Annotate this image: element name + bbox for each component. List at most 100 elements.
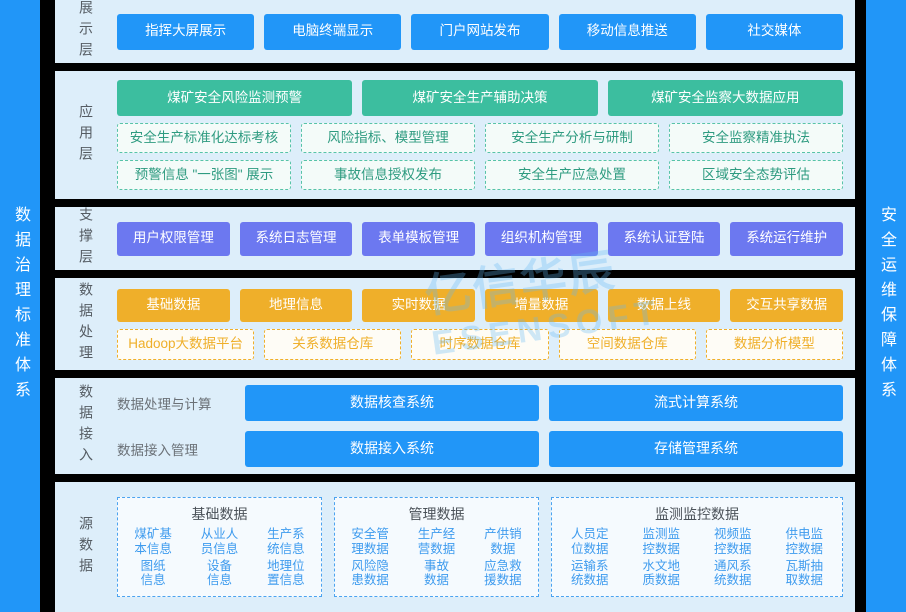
- layer-display-body: 指挥大屏展示 电脑终端显示 门户网站发布 移动信息推送 社交媒体: [117, 0, 855, 63]
- support-item-4[interactable]: 系统认证登陆: [607, 221, 721, 256]
- processing-store-2[interactable]: 时序数据仓库: [411, 328, 549, 360]
- display-item-4[interactable]: 社交媒体: [705, 13, 844, 50]
- access-item-1-0[interactable]: 数据接入系统: [245, 431, 539, 467]
- processing-store-3[interactable]: 空间数据仓库: [558, 328, 696, 360]
- layer-source-data-body: 基础数据 煤矿基 本信息 从业人 员信息 生产系 统信息 图纸 信息 设备 信息…: [117, 482, 855, 612]
- source-cell[interactable]: 人员定 位数据: [570, 527, 609, 556]
- layer-support-label-wrap: 支撑层: [55, 207, 117, 270]
- application-primary-0[interactable]: 煤矿安全风险监测预警: [117, 80, 353, 116]
- display-items-row: 指挥大屏展示 电脑终端显示 门户网站发布 移动信息推送 社交媒体: [117, 13, 844, 50]
- processing-store-0[interactable]: Hadoop大数据平台: [117, 328, 255, 360]
- support-item-2[interactable]: 表单模板管理: [362, 221, 476, 256]
- display-item-3[interactable]: 移动信息推送: [558, 13, 696, 50]
- application-primary-row: 煤矿安全风险监测预警 煤矿安全生产辅助决策 煤矿安全监察大数据应用: [117, 80, 843, 116]
- access-sub-label-1: 数据接入管理: [117, 443, 198, 458]
- application-secondary-row-2: 预警信息 "一张图" 展示 事故信息授权发布 安全生产应急处置 区域安全态势评估: [117, 160, 843, 190]
- layer-data-processing: 数据处理 基础数据 地理信息 实时数据 增量数据 数据上线 交互共享数据 Had…: [55, 278, 855, 370]
- layer-support: 支撑层 用户权限管理 系统日志管理 表单模板管理 组织机构管理 系统认证登陆 系…: [55, 207, 855, 270]
- application-secondary-7[interactable]: 区域安全态势评估: [669, 160, 843, 190]
- source-cell[interactable]: 图纸 信息: [140, 558, 166, 588]
- processing-item-2[interactable]: 实时数据: [362, 288, 476, 322]
- application-secondary-4[interactable]: 预警信息 "一张图" 展示: [117, 160, 291, 190]
- application-secondary-0[interactable]: 安全生产标准化达标考核: [117, 123, 291, 153]
- source-group-basic-grid: 煤矿基 本信息 从业人 员信息 生产系 统信息 图纸 信息 设备 信息 地理位 …: [124, 527, 315, 588]
- processing-item-1[interactable]: 地理信息: [239, 288, 353, 322]
- application-secondary-5[interactable]: 事故信息授权发布: [301, 160, 475, 190]
- processing-row-2: Hadoop大数据平台 关系数据仓库 时序数据仓库 空间数据仓库 数据分析模型: [117, 328, 844, 360]
- source-cell[interactable]: 水文地 质数据: [642, 558, 680, 588]
- separator-4: [55, 370, 855, 378]
- access-item-1-1[interactable]: 存储管理系统: [549, 431, 843, 467]
- source-cell[interactable]: 设备 信息: [206, 558, 232, 588]
- support-item-5[interactable]: 系统运行维护: [730, 221, 844, 256]
- source-cell[interactable]: 安全管 理数据: [351, 527, 389, 556]
- processing-item-5[interactable]: 交互共享数据: [730, 288, 844, 322]
- access-row-0: 数据处理与计算 数据核查系统 流式计算系统: [117, 385, 843, 421]
- source-cell[interactable]: 煤矿基 本信息: [134, 527, 172, 556]
- processing-store-1[interactable]: 关系数据仓库: [264, 328, 402, 360]
- source-cell[interactable]: 事故 数据: [423, 558, 449, 588]
- layer-source-data-label-wrap: 源数据: [55, 482, 117, 612]
- source-group-monitoring: 监测监控数据 人员定 位数据 监测监 控数据 视频监 控数据 供电监 控数据 运…: [551, 497, 843, 597]
- source-cell[interactable]: 供电监 控数据: [785, 527, 823, 556]
- application-secondary-1[interactable]: 风险指标、模型管理: [301, 123, 475, 153]
- layer-source-data: 源数据 基础数据 煤矿基 本信息 从业人 员信息 生产系 统信息 图纸 信息 设…: [55, 482, 855, 612]
- layer-display-label-wrap: 展示层: [55, 0, 117, 63]
- application-primary-2[interactable]: 煤矿安全监察大数据应用: [607, 80, 843, 116]
- layer-data-processing-label-wrap: 数据处理: [55, 278, 117, 370]
- source-group-management-title: 管理数据: [408, 506, 465, 522]
- layer-data-access: 数据接入 数据处理与计算 数据核查系统 流式计算系统 数据接入管理 数据接入系统…: [55, 378, 855, 474]
- source-cell[interactable]: 通风系 统数据: [713, 558, 752, 588]
- separator-5: [55, 474, 855, 482]
- source-cell[interactable]: 运输系 统数据: [570, 558, 609, 588]
- source-cell[interactable]: 产供销 数据: [484, 527, 522, 556]
- processing-item-3[interactable]: 增量数据: [485, 288, 598, 322]
- support-item-3[interactable]: 组织机构管理: [485, 221, 598, 256]
- source-group-management-grid: 安全管 理数据 生产经 营数据 产供销 数据 风险隐 患数据 事故 数据 应急救…: [341, 527, 532, 588]
- source-group-management: 管理数据 安全管 理数据 生产经 营数据 产供销 数据 风险隐 患数据 事故 数…: [334, 497, 539, 597]
- layer-support-body: 用户权限管理 系统日志管理 表单模板管理 组织机构管理 系统认证登陆 系统运行维…: [117, 207, 855, 270]
- processing-item-0[interactable]: 基础数据: [117, 288, 230, 322]
- access-sub-label-0: 数据处理与计算: [117, 397, 212, 412]
- separator-3: [55, 270, 855, 278]
- support-items-row: 用户权限管理 系统日志管理 表单模板管理 组织机构管理 系统认证登陆 系统运行维…: [117, 221, 844, 256]
- support-item-1[interactable]: 系统日志管理: [239, 221, 353, 256]
- application-secondary-row-1: 安全生产标准化达标考核 风险指标、模型管理 安全生产分析与研制 安全监察精准执法: [117, 123, 843, 153]
- source-cell[interactable]: 视频监 控数据: [713, 527, 752, 556]
- application-secondary-2[interactable]: 安全生产分析与研制: [485, 123, 659, 153]
- source-group-monitoring-title: 监测监控数据: [655, 506, 739, 522]
- right-sidebar-security-ops: 安全运维保障体系: [866, 0, 906, 612]
- source-cell[interactable]: 瓦斯抽 取数据: [785, 558, 823, 588]
- source-groups-row: 基础数据 煤矿基 本信息 从业人 员信息 生产系 统信息 图纸 信息 设备 信息…: [117, 497, 843, 597]
- access-item-0-0[interactable]: 数据核查系统: [245, 385, 539, 421]
- application-primary-1[interactable]: 煤矿安全生产辅助决策: [362, 80, 598, 116]
- display-item-0[interactable]: 指挥大屏展示: [117, 13, 255, 50]
- layer-application-body: 煤矿安全风险监测预警 煤矿安全生产辅助决策 煤矿安全监察大数据应用 安全生产标准…: [117, 71, 855, 199]
- layer-display-label: 展示层: [78, 0, 94, 63]
- display-item-2[interactable]: 门户网站发布: [411, 13, 549, 50]
- application-secondary-6[interactable]: 安全生产应急处置: [485, 160, 659, 190]
- source-cell[interactable]: 生产经 营数据: [417, 527, 456, 556]
- layer-data-processing-label: 数据处理: [78, 282, 94, 366]
- source-cell[interactable]: 生产系 统信息: [267, 527, 305, 556]
- source-cell[interactable]: 监测监 控数据: [642, 527, 680, 556]
- layer-source-data-label: 源数据: [78, 515, 94, 579]
- layer-data-access-body: 数据处理与计算 数据核查系统 流式计算系统 数据接入管理 数据接入系统 存储管理…: [117, 378, 855, 474]
- support-item-0[interactable]: 用户权限管理: [117, 221, 230, 256]
- source-cell[interactable]: 地理位 置信息: [267, 558, 305, 588]
- access-row-1: 数据接入管理 数据接入系统 存储管理系统: [117, 431, 843, 467]
- display-item-1[interactable]: 电脑终端显示: [264, 13, 402, 50]
- processing-store-4[interactable]: 数据分析模型: [705, 328, 844, 360]
- separator-2: [55, 199, 855, 207]
- source-cell[interactable]: 从业人 员信息: [200, 527, 239, 556]
- left-sidebar-data-governance: 数据治理标准体系: [0, 0, 40, 612]
- source-cell[interactable]: 应急救 援数据: [484, 558, 522, 588]
- source-group-basic: 基础数据 煤矿基 本信息 从业人 员信息 生产系 统信息 图纸 信息 设备 信息…: [117, 497, 322, 597]
- access-item-0-1[interactable]: 流式计算系统: [549, 385, 843, 421]
- layer-application-label: 应用层: [78, 103, 94, 167]
- application-secondary-3[interactable]: 安全监察精准执法: [669, 123, 843, 153]
- layer-application-label-wrap: 应用层: [55, 71, 117, 199]
- source-cell[interactable]: 风险隐 患数据: [351, 558, 389, 588]
- processing-item-4[interactable]: 数据上线: [607, 288, 721, 322]
